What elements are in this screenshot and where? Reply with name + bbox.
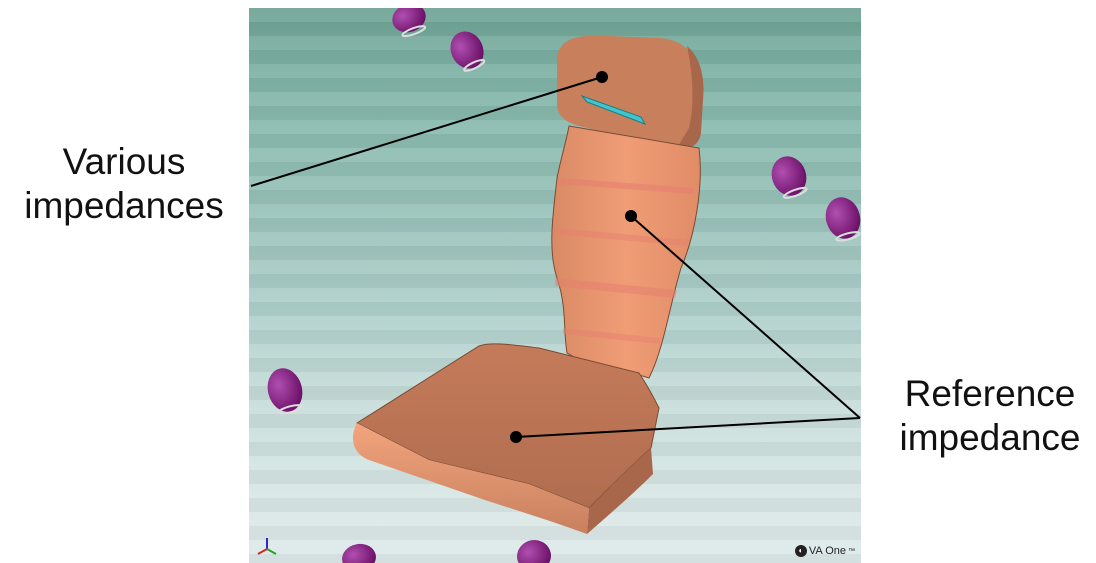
leader-dot-seat: [510, 431, 522, 443]
leader-line-various: [251, 77, 602, 186]
label-various-impedances: Various impedances: [18, 140, 230, 228]
label-various-line2: impedances: [18, 184, 230, 228]
label-reference-impedance: Reference impedance: [884, 372, 1096, 460]
label-various-line1: Various: [18, 140, 230, 184]
label-reference-line2: impedance: [884, 416, 1096, 460]
leader-dot-headrest: [596, 71, 608, 83]
label-reference-line1: Reference: [884, 372, 1096, 416]
leader-line-reference-seat: [516, 418, 860, 437]
leader-line-reference-back: [631, 216, 860, 418]
leader-dot-backrest: [625, 210, 637, 222]
